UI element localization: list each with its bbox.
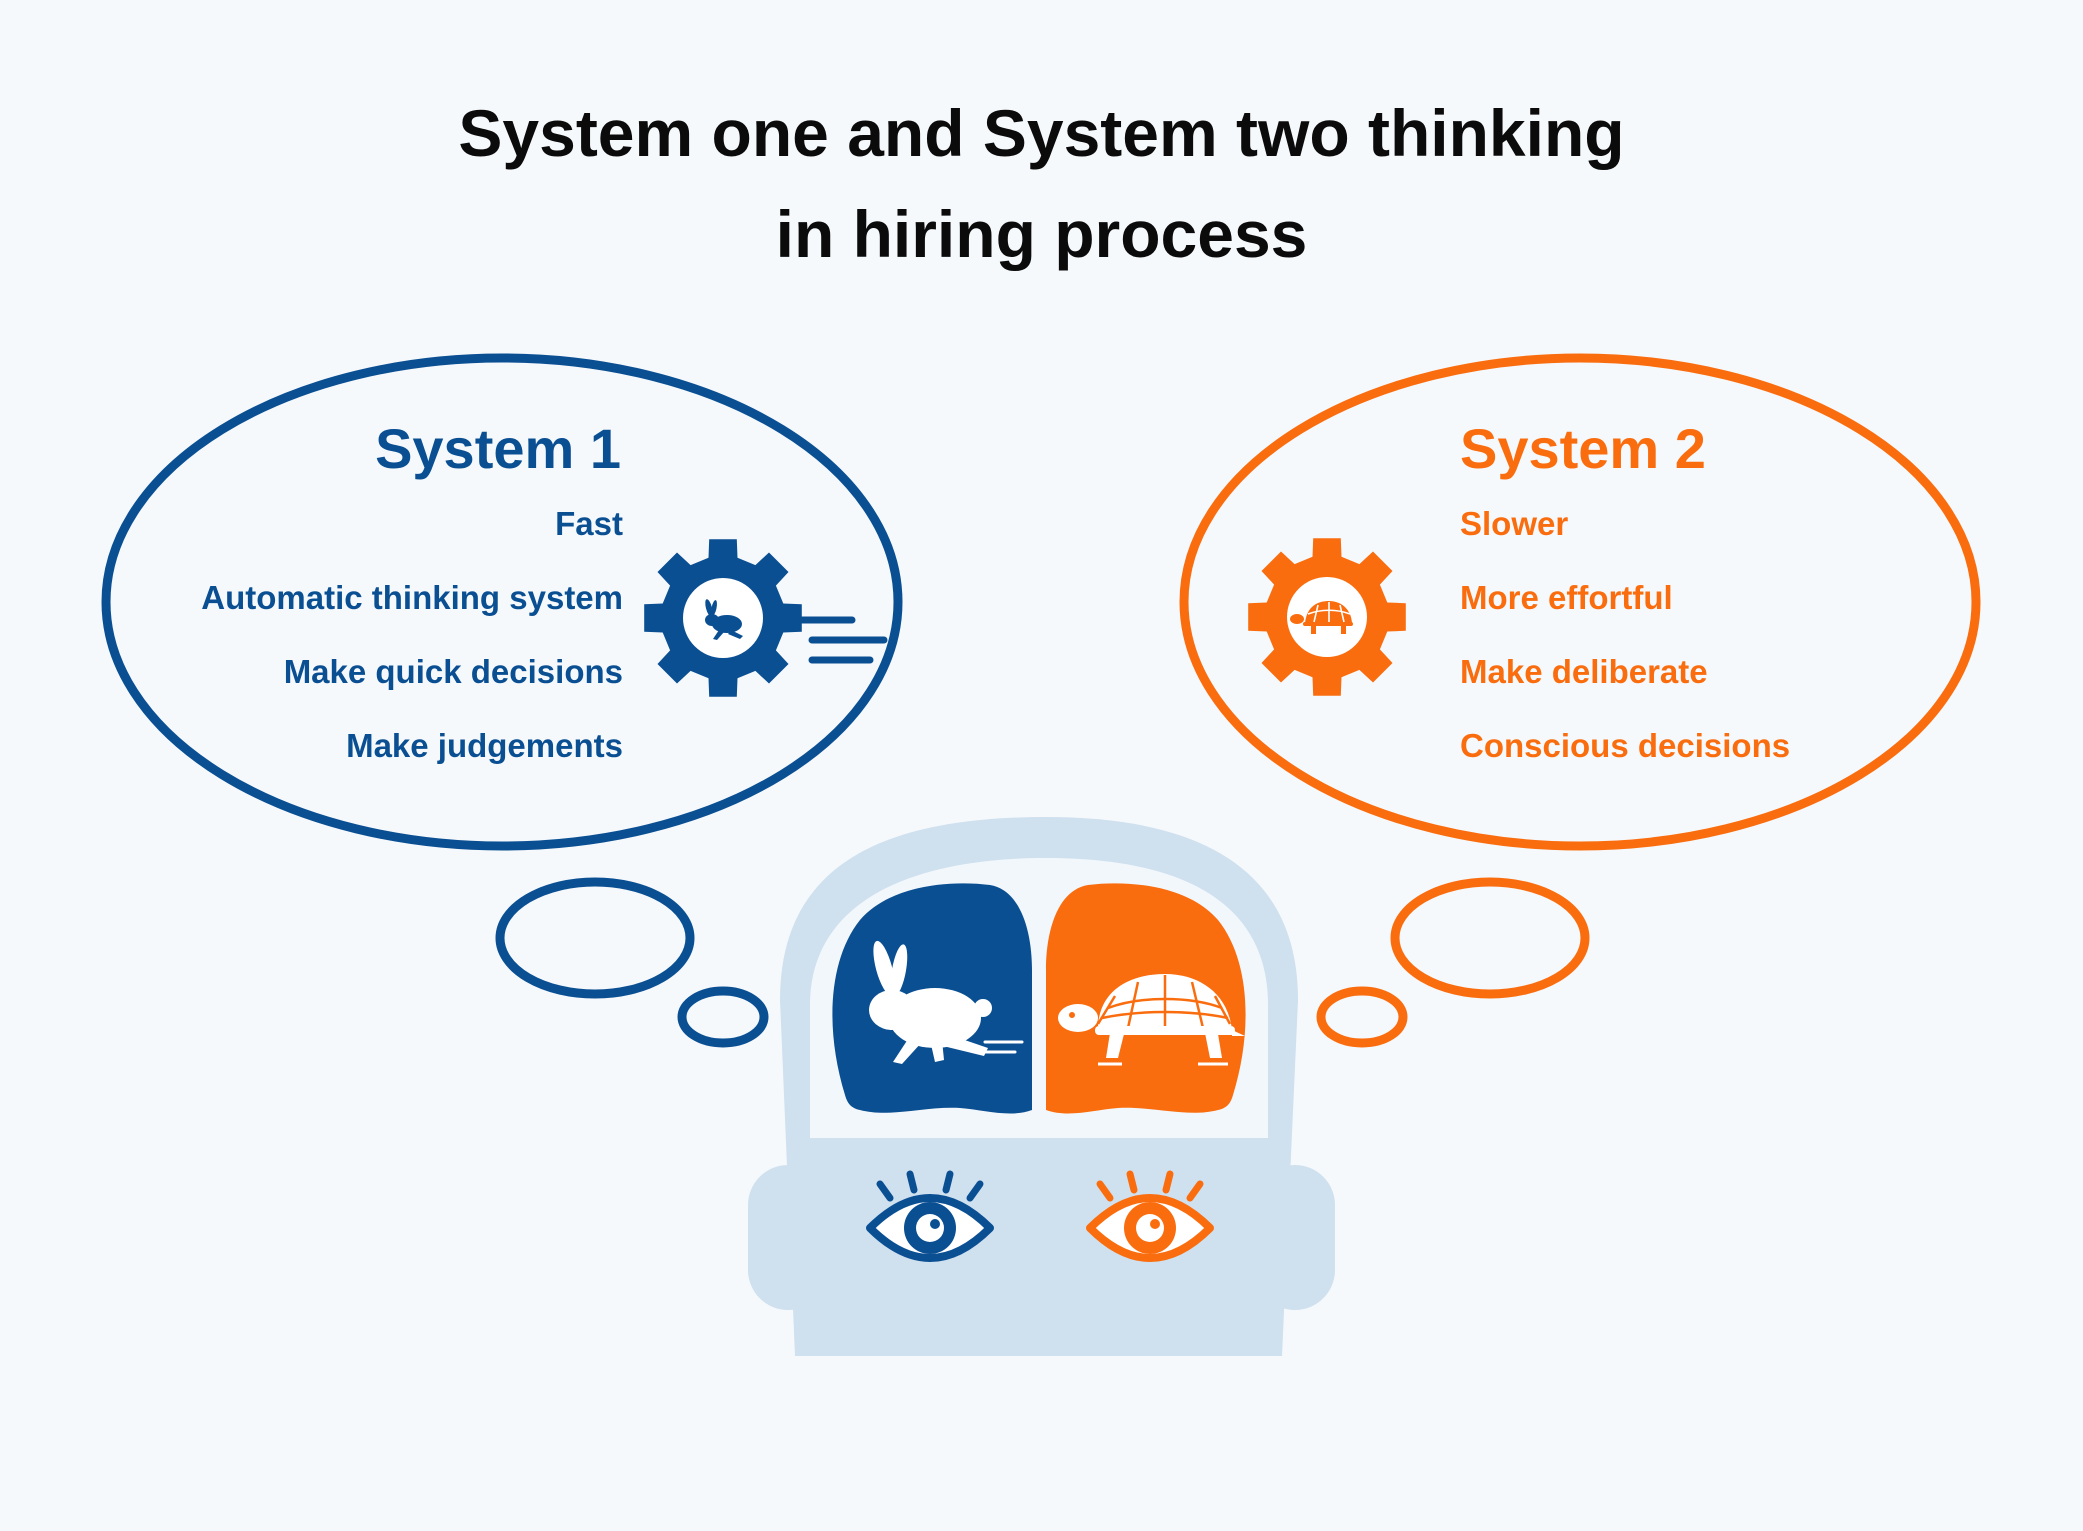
system2-item-effortful: More effortful — [1460, 579, 1673, 616]
right-eye-icon — [1086, 1170, 1214, 1262]
head-figure — [748, 817, 1335, 1356]
system1-item-judgements: Make judgements — [346, 727, 623, 764]
system2-item-deliberate: Make deliberate — [1460, 653, 1708, 690]
system2-item-conscious: Conscious decisions — [1460, 727, 1791, 764]
left-eye-icon — [866, 1170, 994, 1262]
gear-turtle-icon — [1248, 538, 1406, 696]
system1-item-quick-decisions: Make quick decisions — [283, 653, 623, 690]
speed-lines-icon — [796, 616, 888, 664]
page-title-line2: in hiring process — [775, 197, 1308, 271]
turtle-icon — [1058, 974, 1245, 1066]
system2-item-slower: Slower — [1460, 505, 1569, 542]
system1-item-automatic: Automatic thinking system — [201, 579, 623, 616]
system1-bubble-dot-small — [677, 986, 769, 1048]
system2-bubble-dot-small — [1316, 986, 1408, 1048]
system2-bubble-dot-large — [1390, 877, 1590, 999]
system1-bubble-dot-large — [495, 877, 695, 999]
rabbit-speed-lines — [973, 1040, 1024, 1054]
system1-title: System 1 — [375, 417, 621, 480]
system2-thought-bubble — [1179, 353, 1981, 851]
page-title-line1: System one and System two thinking — [458, 96, 1625, 170]
gear-rabbit-icon — [644, 539, 802, 697]
system2-title: System 2 — [1460, 417, 1706, 480]
system1-item-fast: Fast — [555, 505, 623, 542]
head-neck — [795, 1300, 1282, 1356]
system1-thought-bubble — [101, 353, 903, 851]
